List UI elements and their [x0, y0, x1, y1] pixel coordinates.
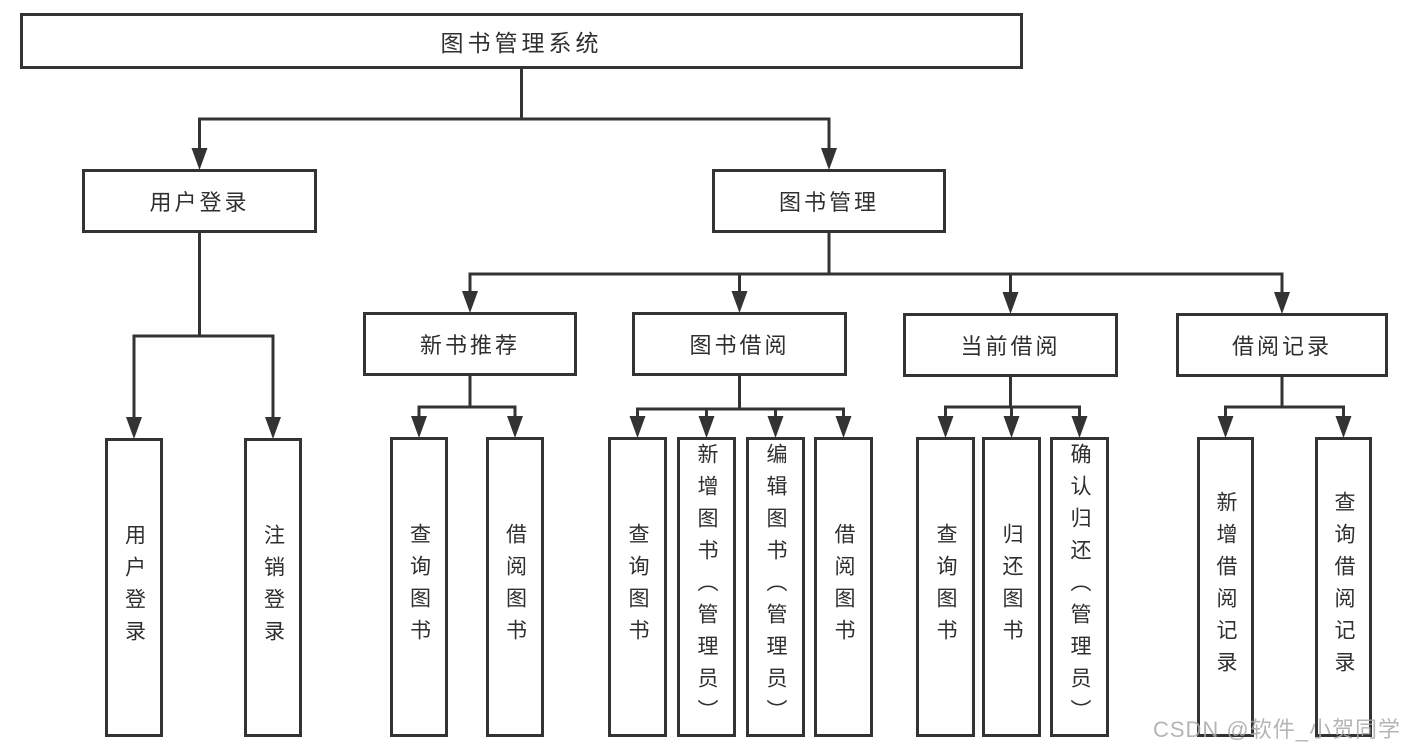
arrowhead-icon	[126, 417, 142, 439]
node-logout: 注销登录	[244, 438, 302, 737]
arrowhead-icon	[1002, 292, 1019, 314]
arrowhead-icon	[937, 416, 954, 438]
arrowhead-icon	[629, 416, 646, 438]
node-user-login: 用户登录	[105, 438, 163, 737]
node-records: 借阅记录	[1176, 313, 1388, 377]
node-bw-query: 查询图书	[608, 437, 667, 737]
node-mgmt: 图书管理	[712, 169, 946, 233]
node-label-cu-query: 查询图书	[934, 523, 957, 651]
arrowhead-icon	[507, 416, 523, 438]
node-label-records: 借阅记录	[1231, 334, 1332, 359]
node-label-bw-borrow: 借阅图书	[832, 523, 855, 651]
node-nb-query: 查询图书	[390, 437, 448, 737]
node-rc-query: 查询借阅记录	[1315, 437, 1372, 737]
node-bw-add: 新增图书（管理员）	[677, 437, 736, 737]
node-current: 当前借阅	[903, 313, 1118, 377]
node-cu-confirm: 确认归还（管理员）	[1050, 437, 1109, 737]
node-rc-add: 新增借阅记录	[1197, 437, 1254, 737]
arrowhead-icon	[1071, 416, 1088, 438]
arrowhead-icon	[767, 416, 784, 438]
arrowhead-icon	[1335, 416, 1352, 438]
arrowhead-icon	[731, 291, 748, 313]
arrowhead-icon	[1217, 416, 1234, 438]
node-label-bw-query: 查询图书	[626, 523, 649, 651]
node-label-current: 当前借阅	[960, 334, 1061, 359]
arrowhead-icon	[411, 416, 427, 438]
node-label-bw-edit: 编辑图书（管理员）	[764, 443, 787, 731]
arrowhead-icon	[821, 148, 837, 170]
node-borrow: 图书借阅	[632, 312, 847, 376]
node-bw-borrow: 借阅图书	[814, 437, 873, 737]
node-label-cu-return: 归还图书	[1000, 523, 1023, 651]
arrowhead-icon	[698, 416, 715, 438]
node-root: 图书管理系统	[20, 13, 1023, 69]
node-label-rc-add: 新增借阅记录	[1214, 491, 1237, 683]
node-label-cu-confirm: 确认归还（管理员）	[1068, 443, 1091, 731]
node-label-mgmt: 图书管理	[778, 190, 879, 215]
node-label-nb-borrow: 借阅图书	[503, 523, 527, 651]
node-label-user-login: 用户登录	[122, 523, 146, 652]
node-bw-edit: 编辑图书（管理员）	[746, 437, 805, 737]
arrowhead-icon	[462, 291, 478, 313]
arrowhead-icon	[265, 417, 281, 439]
node-label-borrow: 图书借阅	[689, 333, 790, 358]
arrowhead-icon	[835, 416, 852, 438]
node-label-nb-query: 查询图书	[407, 523, 431, 651]
node-label-rc-query: 查询借阅记录	[1332, 491, 1355, 683]
node-label-bw-add: 新增图书（管理员）	[695, 443, 718, 731]
node-nb-borrow: 借阅图书	[486, 437, 544, 737]
node-cu-return: 归还图书	[982, 437, 1041, 737]
node-label-newbook: 新书推荐	[419, 333, 520, 358]
node-cu-query: 查询图书	[916, 437, 975, 737]
node-label-login: 用户登录	[149, 190, 250, 215]
node-newbook: 新书推荐	[363, 312, 577, 376]
node-login: 用户登录	[82, 169, 317, 233]
arrowhead-icon	[1003, 416, 1020, 438]
arrowhead-icon	[191, 148, 208, 170]
node-label-logout: 注销登录	[261, 523, 285, 652]
node-label-root: 图书管理系统	[440, 30, 603, 56]
arrowhead-icon	[1274, 292, 1290, 314]
